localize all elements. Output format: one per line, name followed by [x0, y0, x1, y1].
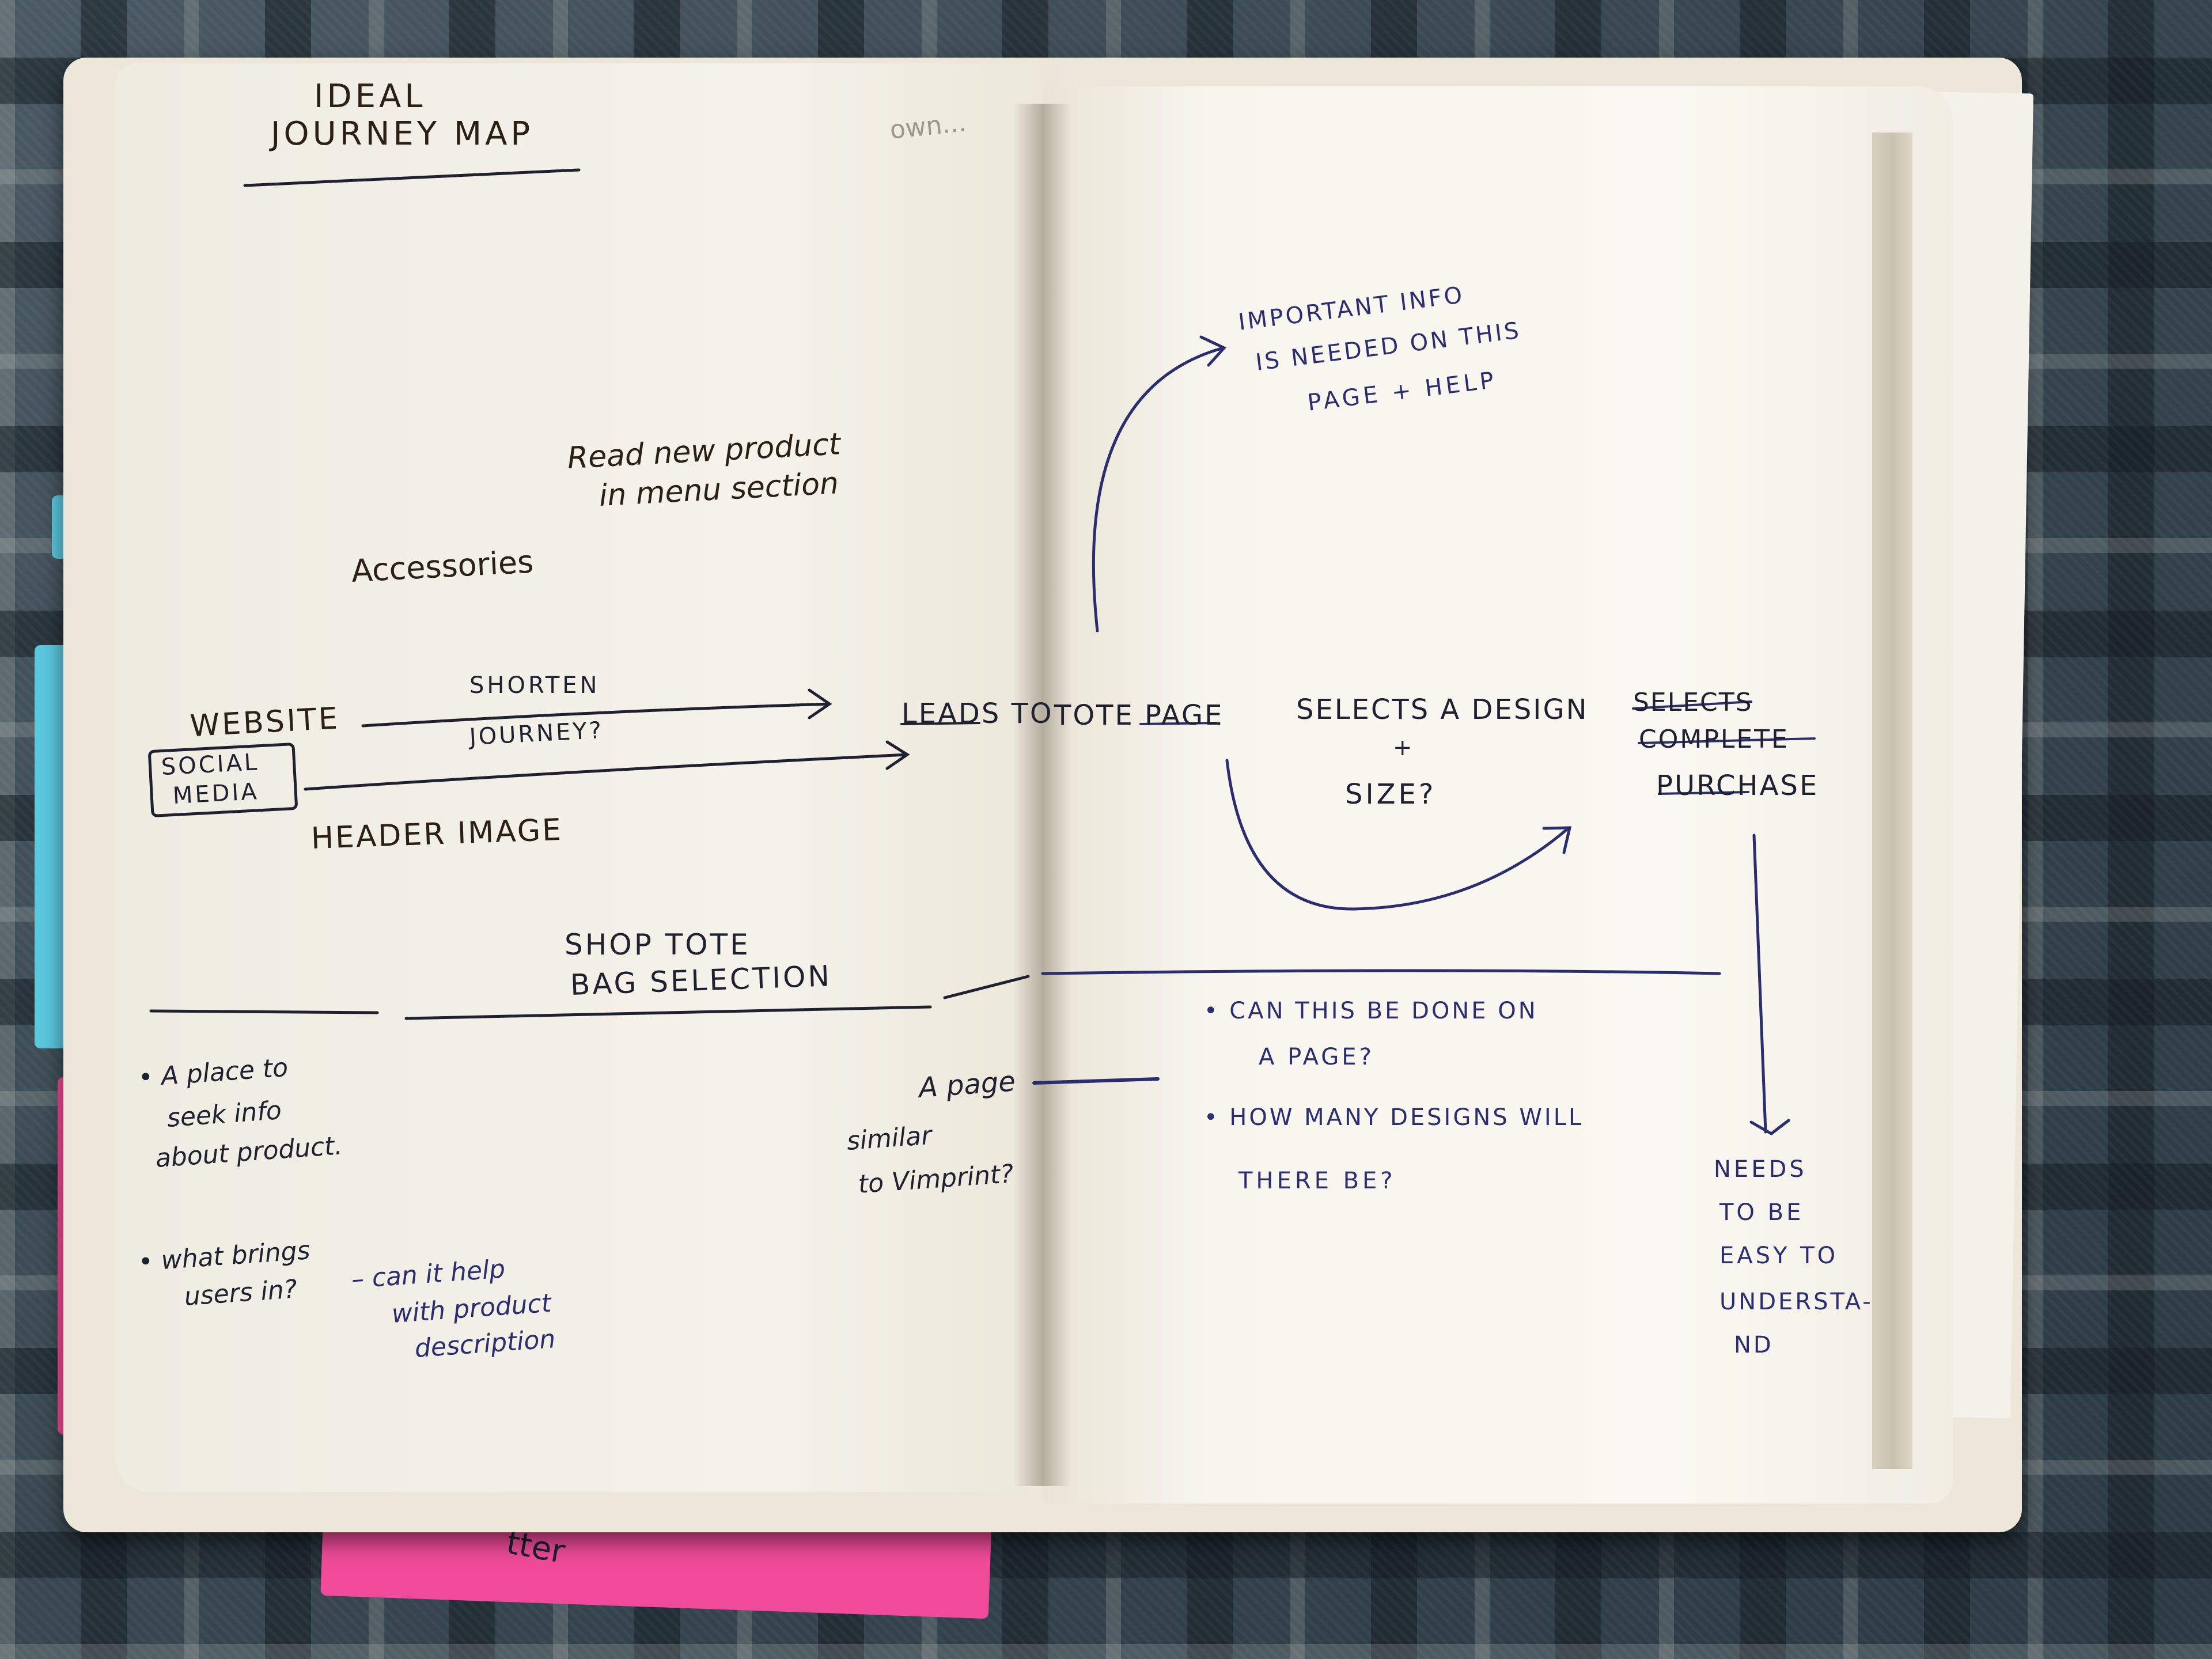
accessories-label: Accessories — [350, 543, 535, 589]
leads-to-label: LEADS TO — [902, 698, 1054, 730]
title-underline — [243, 168, 581, 187]
header-image-label: HEADER IMAGE — [310, 812, 563, 856]
left-rule-1 — [149, 1009, 379, 1014]
social-label: SOCIAL — [160, 749, 260, 781]
journey-question: JOURNEY? — [468, 717, 605, 751]
selects-design-label: SELECTS A DESIGN — [1296, 694, 1589, 726]
design-to-purchase-arrow — [1225, 759, 1569, 911]
left-notebook-page — [115, 63, 1060, 1492]
note-similar: similar — [846, 1120, 933, 1156]
social-arrow-line — [304, 753, 909, 791]
tote-page-label: TOTE PAGE — [1054, 699, 1224, 732]
question-designs-2: THERE BE? — [1238, 1168, 1396, 1194]
needs-1: NEEDS — [1714, 1156, 1807, 1183]
title-journey-map: JOURNEY MAP — [271, 115, 534, 153]
important-info-arrow — [1092, 347, 1223, 632]
website-label: WEBSITE — [189, 701, 341, 744]
plus-sign: + — [1393, 734, 1412, 761]
question-designs-1: • HOW MANY DESIGNS WILL — [1204, 1104, 1584, 1131]
needs-4: UNDERSTA- — [1719, 1289, 1873, 1315]
note-brings-2: users in? — [183, 1274, 298, 1312]
purchase-down-arrow — [1752, 834, 1767, 1134]
notebook-gutter-shadow — [1014, 104, 1071, 1486]
needs-5: ND — [1734, 1332, 1774, 1358]
elastic-band-strap — [1872, 132, 1912, 1469]
size-question: SIZE? — [1345, 778, 1437, 810]
needs-2: TO BE — [1719, 1199, 1804, 1226]
selects-struck-label: SELECTS — [1633, 688, 1753, 717]
right-notebook-page — [1043, 86, 1953, 1503]
purchase-label: PURCHASE — [1656, 770, 1819, 802]
left-rule-3 — [943, 975, 1030, 999]
shorten-label: SHORTEN — [469, 672, 600, 699]
complete-label: COMPLETE — [1639, 725, 1789, 754]
social-media-box — [148, 743, 298, 817]
question-done-2: A PAGE? — [1259, 1044, 1374, 1070]
media-label: MEDIA — [172, 778, 260, 809]
title-ideal: IDEAL — [314, 78, 426, 115]
needs-3: EASY TO — [1719, 1243, 1839, 1269]
shorten-arrow-line — [361, 702, 831, 728]
right-rule — [1041, 969, 1721, 975]
left-rule-2 — [404, 1005, 932, 1020]
note-a-page: A page — [918, 1065, 1017, 1104]
shop-tote-label: SHOP TOTE — [565, 928, 751, 961]
bag-selection-label: BAG SELECTION — [569, 959, 832, 1002]
question-done-1: • CAN THIS BE DONE ON — [1204, 998, 1538, 1024]
